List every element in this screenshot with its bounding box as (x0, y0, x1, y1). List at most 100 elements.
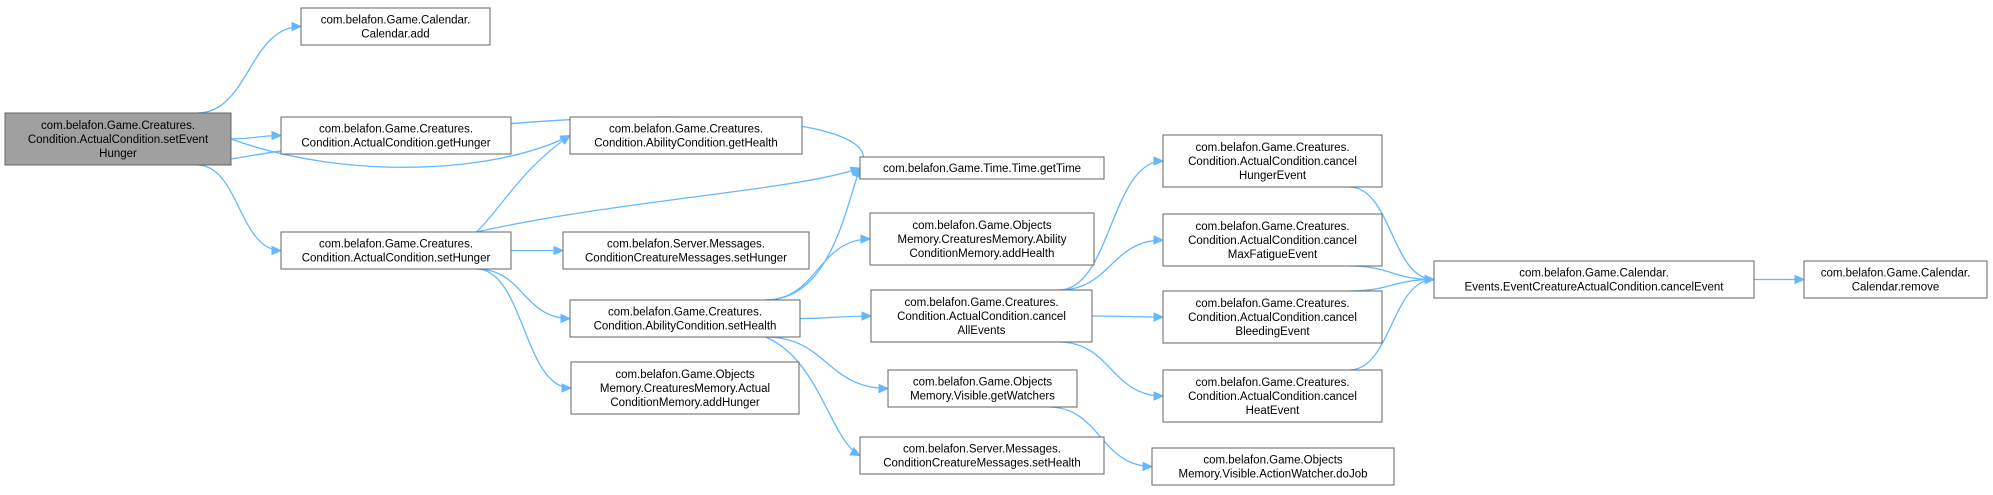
edge-line (197, 164, 282, 252)
node-label-line: Memory.Visible.ActionWatcher.doJob (1179, 469, 1368, 481)
node-label-line: Memory.Visible.getWatchers (910, 391, 1055, 403)
node-box (859, 156, 1105, 180)
edge-line (1349, 278, 1435, 371)
node-label-line: com.belafon.Game.Creatures. (319, 124, 473, 136)
edge-set-hunger-to-set-health (476, 268, 572, 324)
edge-root-to-cal-add (197, 21, 303, 114)
edge-set-hunger-to-add-hunger (476, 268, 573, 393)
node-set-hunger[interactable]: com.belafon.Game.Creatures. Condition.Act… (280, 231, 512, 270)
node-get-hunger[interactable]: com.belafon.Game.Creatures.Condition.Act… (280, 116, 512, 155)
node-add-hunger[interactable]: com.belafon.Game.ObjectsMemory.Creatures… (570, 361, 800, 415)
edge-line (1058, 160, 1164, 291)
arrowhead-icon (878, 383, 890, 394)
edge-line (1058, 341, 1164, 397)
node-label-line: com.belafon.Game.Objects (912, 220, 1052, 232)
edge-line (230, 134, 571, 168)
node-cancel-all[interactable]: com.belafon.Game.Creatures.Condition.Act… (870, 289, 1093, 343)
arrowhead-icon (1142, 461, 1154, 472)
node-do-job[interactable]: com.belafon.Game.ObjectsMemory.Visible.A… (1151, 447, 1395, 486)
node-msg-set-hunger[interactable]: com.belafon.Server.Messages.ConditionCre… (562, 231, 810, 270)
node-label-line: com.belafon.Game.Time.Time.getTime (883, 163, 1081, 175)
node-box (4, 112, 232, 166)
node-label-line: Memory.CreaturesMemory.Ability (898, 234, 1067, 246)
node-label-line: com.belafon.Game.Calendar. (321, 15, 471, 27)
node-box (280, 231, 512, 270)
arrowhead-icon (561, 383, 573, 393)
node-add-health[interactable]: com.belafon.Game.ObjectsMemory.Creatures… (869, 212, 1095, 266)
edge-line (799, 315, 872, 320)
node-box (1162, 290, 1383, 344)
node-get-watchers[interactable]: com.belafon.Game.ObjectsMemory.Visible.g… (887, 369, 1078, 408)
node-box (870, 289, 1093, 343)
node-box (1162, 134, 1383, 188)
edge-cancel-all-to-cancel-heat (1058, 341, 1165, 401)
node-label-line: Condition.ActualCondition.cancel (1188, 391, 1357, 403)
node-label-line: ConditionMemory.addHealth (910, 248, 1055, 260)
node-cancel-event[interactable]: com.belafon.Game.Calendar.Events.EventCr… (1433, 260, 1755, 299)
edge-cancel-event-to-cal-remove (1753, 274, 1806, 285)
arrowhead-icon (271, 245, 283, 256)
node-label-line: com.belafon.Server.Messages. (903, 444, 1061, 456)
node-label-line: com.belafon.Game.Creatures. (41, 120, 195, 132)
node-get-health[interactable]: com.belafon.Game.Creatures. Condition.Abi… (569, 116, 803, 155)
arrowhead-icon (553, 245, 565, 256)
arrowhead-icon (849, 446, 862, 457)
edge-line (1349, 186, 1435, 281)
node-box (1803, 260, 1988, 299)
node-cancel-heat[interactable]: com.belafon.Game.Creatures. Condition.Act… (1162, 369, 1383, 423)
edge-line (476, 268, 572, 389)
edge-line (765, 238, 871, 301)
node-label-line: ConditionCreatureMessages.setHealth (883, 458, 1081, 470)
node-label-line: com.belafon.Game.Creatures. (319, 239, 473, 251)
node-root[interactable]: com.belafon.Game.Creatures. Condition.Act… (4, 112, 232, 166)
node-label-line: Calendar.add (361, 29, 429, 41)
edge-set-hunger-to-msg-set-hunger (510, 245, 565, 256)
node-msg-set-health[interactable]: com.belafon.Server.Messages. ConditionCre… (859, 436, 1105, 475)
arrowhead-icon (559, 134, 572, 145)
edge-line (1058, 239, 1164, 291)
node-box (569, 299, 801, 338)
edge-cancel-fatigue-to-cancel-event (1349, 265, 1436, 285)
node-box (569, 116, 803, 155)
node-box (1151, 447, 1395, 486)
node-box (570, 361, 800, 415)
node-label-line: com.belafon.Game.Creatures. (609, 124, 763, 136)
node-label-line: Condition.ActualCondition.cancel (1188, 312, 1357, 324)
node-label-line: Condition.AbilityCondition.getHealth (594, 138, 777, 150)
node-label-line: Condition.AbilityCondition.setHealth (594, 321, 777, 333)
node-cal-remove[interactable]: com.belafon.Game.Calendar.Calendar.remov… (1803, 260, 1988, 299)
edge-set-hunger-to-get-time (476, 166, 862, 233)
node-label-line: com.belafon.Server.Messages. (607, 239, 765, 251)
node-label-line: com.belafon.Game.Creatures. (1195, 377, 1349, 389)
node-box (887, 369, 1078, 408)
arrowhead-icon (1153, 156, 1165, 166)
edge-set-hunger-to-get-health (476, 134, 572, 233)
edge-root-to-set-hunger (197, 164, 283, 256)
node-cal-add[interactable]: com.belafon.Game.Calendar. Calendar.add (300, 7, 491, 46)
node-label-line: Condition.ActualCondition.cancel (897, 311, 1066, 323)
edge-line (1091, 315, 1164, 318)
node-label-line: com.belafon.Game.Creatures. (1195, 142, 1349, 154)
edge-line (765, 336, 889, 390)
node-label-line: Condition.ActualCondition.setHunger (302, 253, 491, 265)
edge-root-to-get-hunger (230, 130, 283, 141)
edge-line (476, 134, 571, 233)
node-box (300, 7, 491, 46)
node-label-line: HeatEvent (1246, 405, 1301, 417)
node-set-health[interactable]: com.belafon.Game.Creatures.Condition.Abi… (569, 299, 801, 338)
arrowhead-icon (271, 130, 283, 141)
node-cancel-fatigue[interactable]: com.belafon.Game.Creatures.Condition.Act… (1162, 213, 1383, 267)
node-label-line: HungerEvent (1239, 170, 1307, 182)
node-get-time[interactable]: com.belafon.Game.Time.Time.getTime (859, 156, 1105, 180)
node-label-line: Condition.ActualCondition.setEvent (28, 134, 209, 146)
node-label-line: com.belafon.Game.Calendar. (1821, 268, 1971, 280)
node-label-line: com.belafon.Game.Objects (615, 369, 755, 381)
arrowhead-icon (1153, 312, 1165, 322)
arrowhead-icon (291, 21, 303, 32)
node-cancel-hunger[interactable]: com.belafon.Game.Creatures.Condition.Act… (1162, 134, 1383, 188)
node-box (1433, 260, 1755, 299)
node-cancel-bleeding[interactable]: com.belafon.Game.Creatures.Condition.Act… (1162, 290, 1383, 344)
node-box (869, 212, 1095, 266)
node-box (562, 231, 810, 270)
edge-line (1349, 278, 1435, 292)
